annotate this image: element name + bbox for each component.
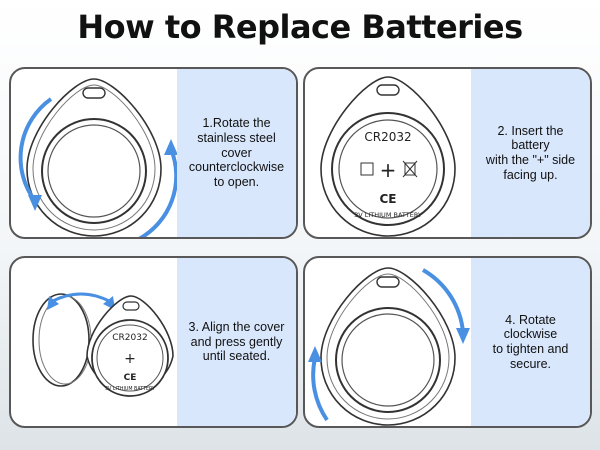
battery-plus-label: + [380,158,397,182]
child-warning-icon [360,162,374,176]
step-1-text: 1.Rotate the stainless steel cover count… [188,116,285,190]
step-card-2: CR2032 + CE 3V LITHIUM BATTERY 2. Insert… [303,67,592,239]
ce-mark: CE [124,373,137,383]
battery-plus-label: + [124,351,136,367]
cover-align-illustration: CR2032 + CE 3V LITHIUM BATTERY [32,292,174,397]
step-card-4: 4. Rotate clockwise to tighten and secur… [303,256,592,428]
page-title: How to Replace Batteries [77,8,523,46]
battery-insert-illustration: CR2032 + CE 3V LITHIUM BATTERY [320,76,456,237]
step-card-3: CR2032 + CE 3V LITHIUM BATTERY 3. Align … [9,256,298,428]
battery-model-label: CR2032 [112,333,147,343]
tag-rotate-open-illustration [18,78,177,237]
ce-mark: CE [379,192,396,206]
step-2-text: 2. Insert the battery with the "+" side … [485,123,576,182]
recycle-bin-crossed-icon [402,160,418,178]
tag-rotate-close-illustration [308,267,470,426]
step-4-text: 4. Rotate clockwise to tighten and secur… [492,312,569,371]
step-2-panel: 2. Insert the battery with the "+" side … [471,69,590,237]
step-4-panel: 4. Rotate clockwise to tighten and secur… [471,258,590,426]
battery-voltage-label: 3V LITHIUM BATTERY [354,211,422,219]
battery-voltage-label: 3V LITHIUM BATTERY [105,386,155,392]
step-card-1: 1.Rotate the stainless steel cover count… [9,67,298,239]
step-1-panel: 1.Rotate the stainless steel cover count… [177,69,296,237]
step-3-text: 3. Align the cover and press gently unti… [188,319,285,364]
step-3-panel: 3. Align the cover and press gently unti… [177,258,296,426]
battery-model-label: CR2032 [364,130,411,144]
